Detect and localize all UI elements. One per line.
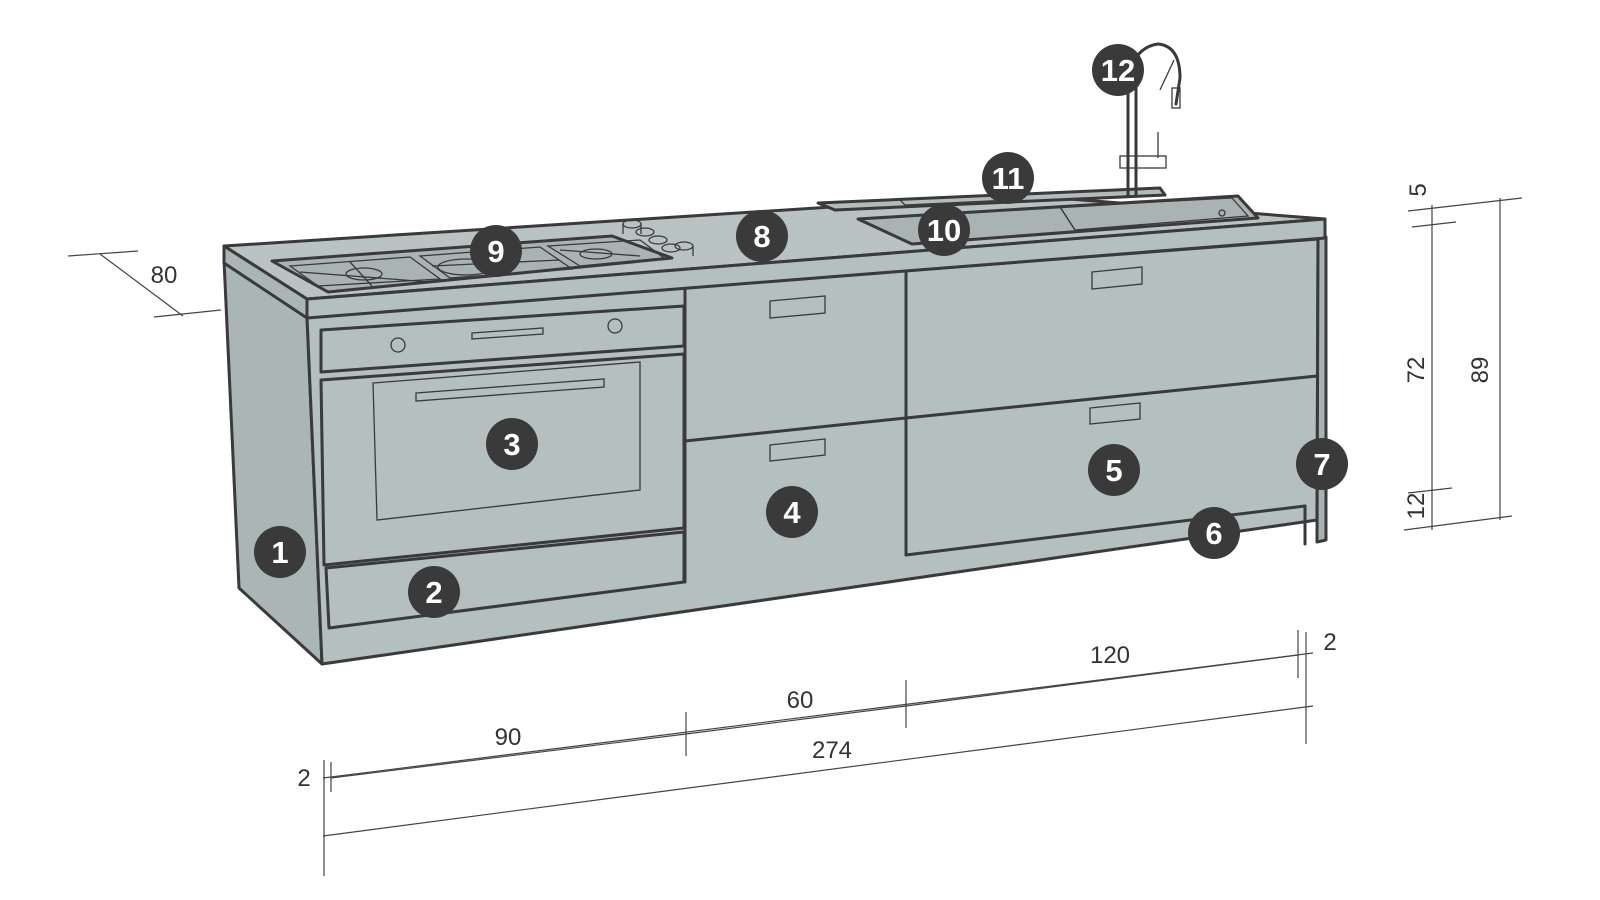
oven-display: [471, 327, 544, 340]
dim-drawer-module: 60: [787, 687, 814, 714]
callout-12-label: 12: [1101, 53, 1135, 88]
callout-9-label: 9: [487, 234, 504, 269]
callout-5-label: 5: [1105, 453, 1122, 488]
dim-cabinet-height: 72: [1403, 357, 1430, 384]
oven-control-panel: [319, 304, 686, 374]
dim-total-height: 89: [1467, 357, 1494, 384]
dim-left-panel: 2: [297, 765, 310, 792]
callout-7: 7: [1296, 438, 1348, 490]
drawer-top-handle: [769, 295, 826, 319]
sink-drawer-split: [904, 374, 1319, 420]
callout-11-label: 11: [992, 161, 1025, 196]
callout-2: 2: [408, 566, 460, 618]
callout-1-label: 1: [271, 535, 288, 570]
callout-7-label: 7: [1313, 447, 1330, 482]
oven-knob-left: [390, 337, 406, 353]
callout-8: 8: [736, 210, 788, 262]
dim-right-panel: 2: [1323, 629, 1336, 656]
callout-6-label: 6: [1205, 516, 1222, 551]
plinth: [904, 504, 1307, 557]
worktop-left-edge: [222, 244, 309, 320]
callout-4: 4: [766, 486, 818, 538]
sink-top-handle: [1091, 266, 1143, 290]
dim-plinth-height: 12: [1403, 493, 1430, 520]
dim-depth: 80: [151, 262, 178, 289]
callout-11: 11: [982, 152, 1034, 204]
oven-handle: [415, 378, 605, 402]
dim-worktop-thickness: 5: [1405, 183, 1432, 196]
callout-2-label: 2: [425, 575, 442, 610]
callout-8-label: 8: [753, 219, 770, 254]
callout-3-label: 3: [503, 427, 520, 462]
callout-10-label: 10: [927, 213, 961, 248]
drawer-split: [683, 416, 908, 443]
dim-oven-module: 90: [495, 724, 522, 751]
dim-sink-module: 120: [1090, 642, 1130, 669]
callout-6: 6: [1188, 507, 1240, 559]
sink-bottom-handle: [1089, 402, 1141, 425]
callout-12: 12: [1092, 44, 1144, 96]
drawer-bottom-handle: [769, 438, 826, 462]
oven-window: [372, 361, 641, 521]
callout-3: 3: [486, 418, 538, 470]
callout-10: 10: [918, 204, 970, 256]
callout-4-label: 4: [783, 495, 801, 530]
callout-5: 5: [1088, 444, 1140, 496]
callout-1: 1: [254, 526, 306, 578]
callout-9: 9: [470, 225, 522, 277]
dimension-lines: [67, 197, 1523, 876]
oven-knob-right: [607, 318, 623, 334]
dim-total-width: 274: [812, 737, 852, 764]
end-panel-right: [1315, 235, 1328, 544]
